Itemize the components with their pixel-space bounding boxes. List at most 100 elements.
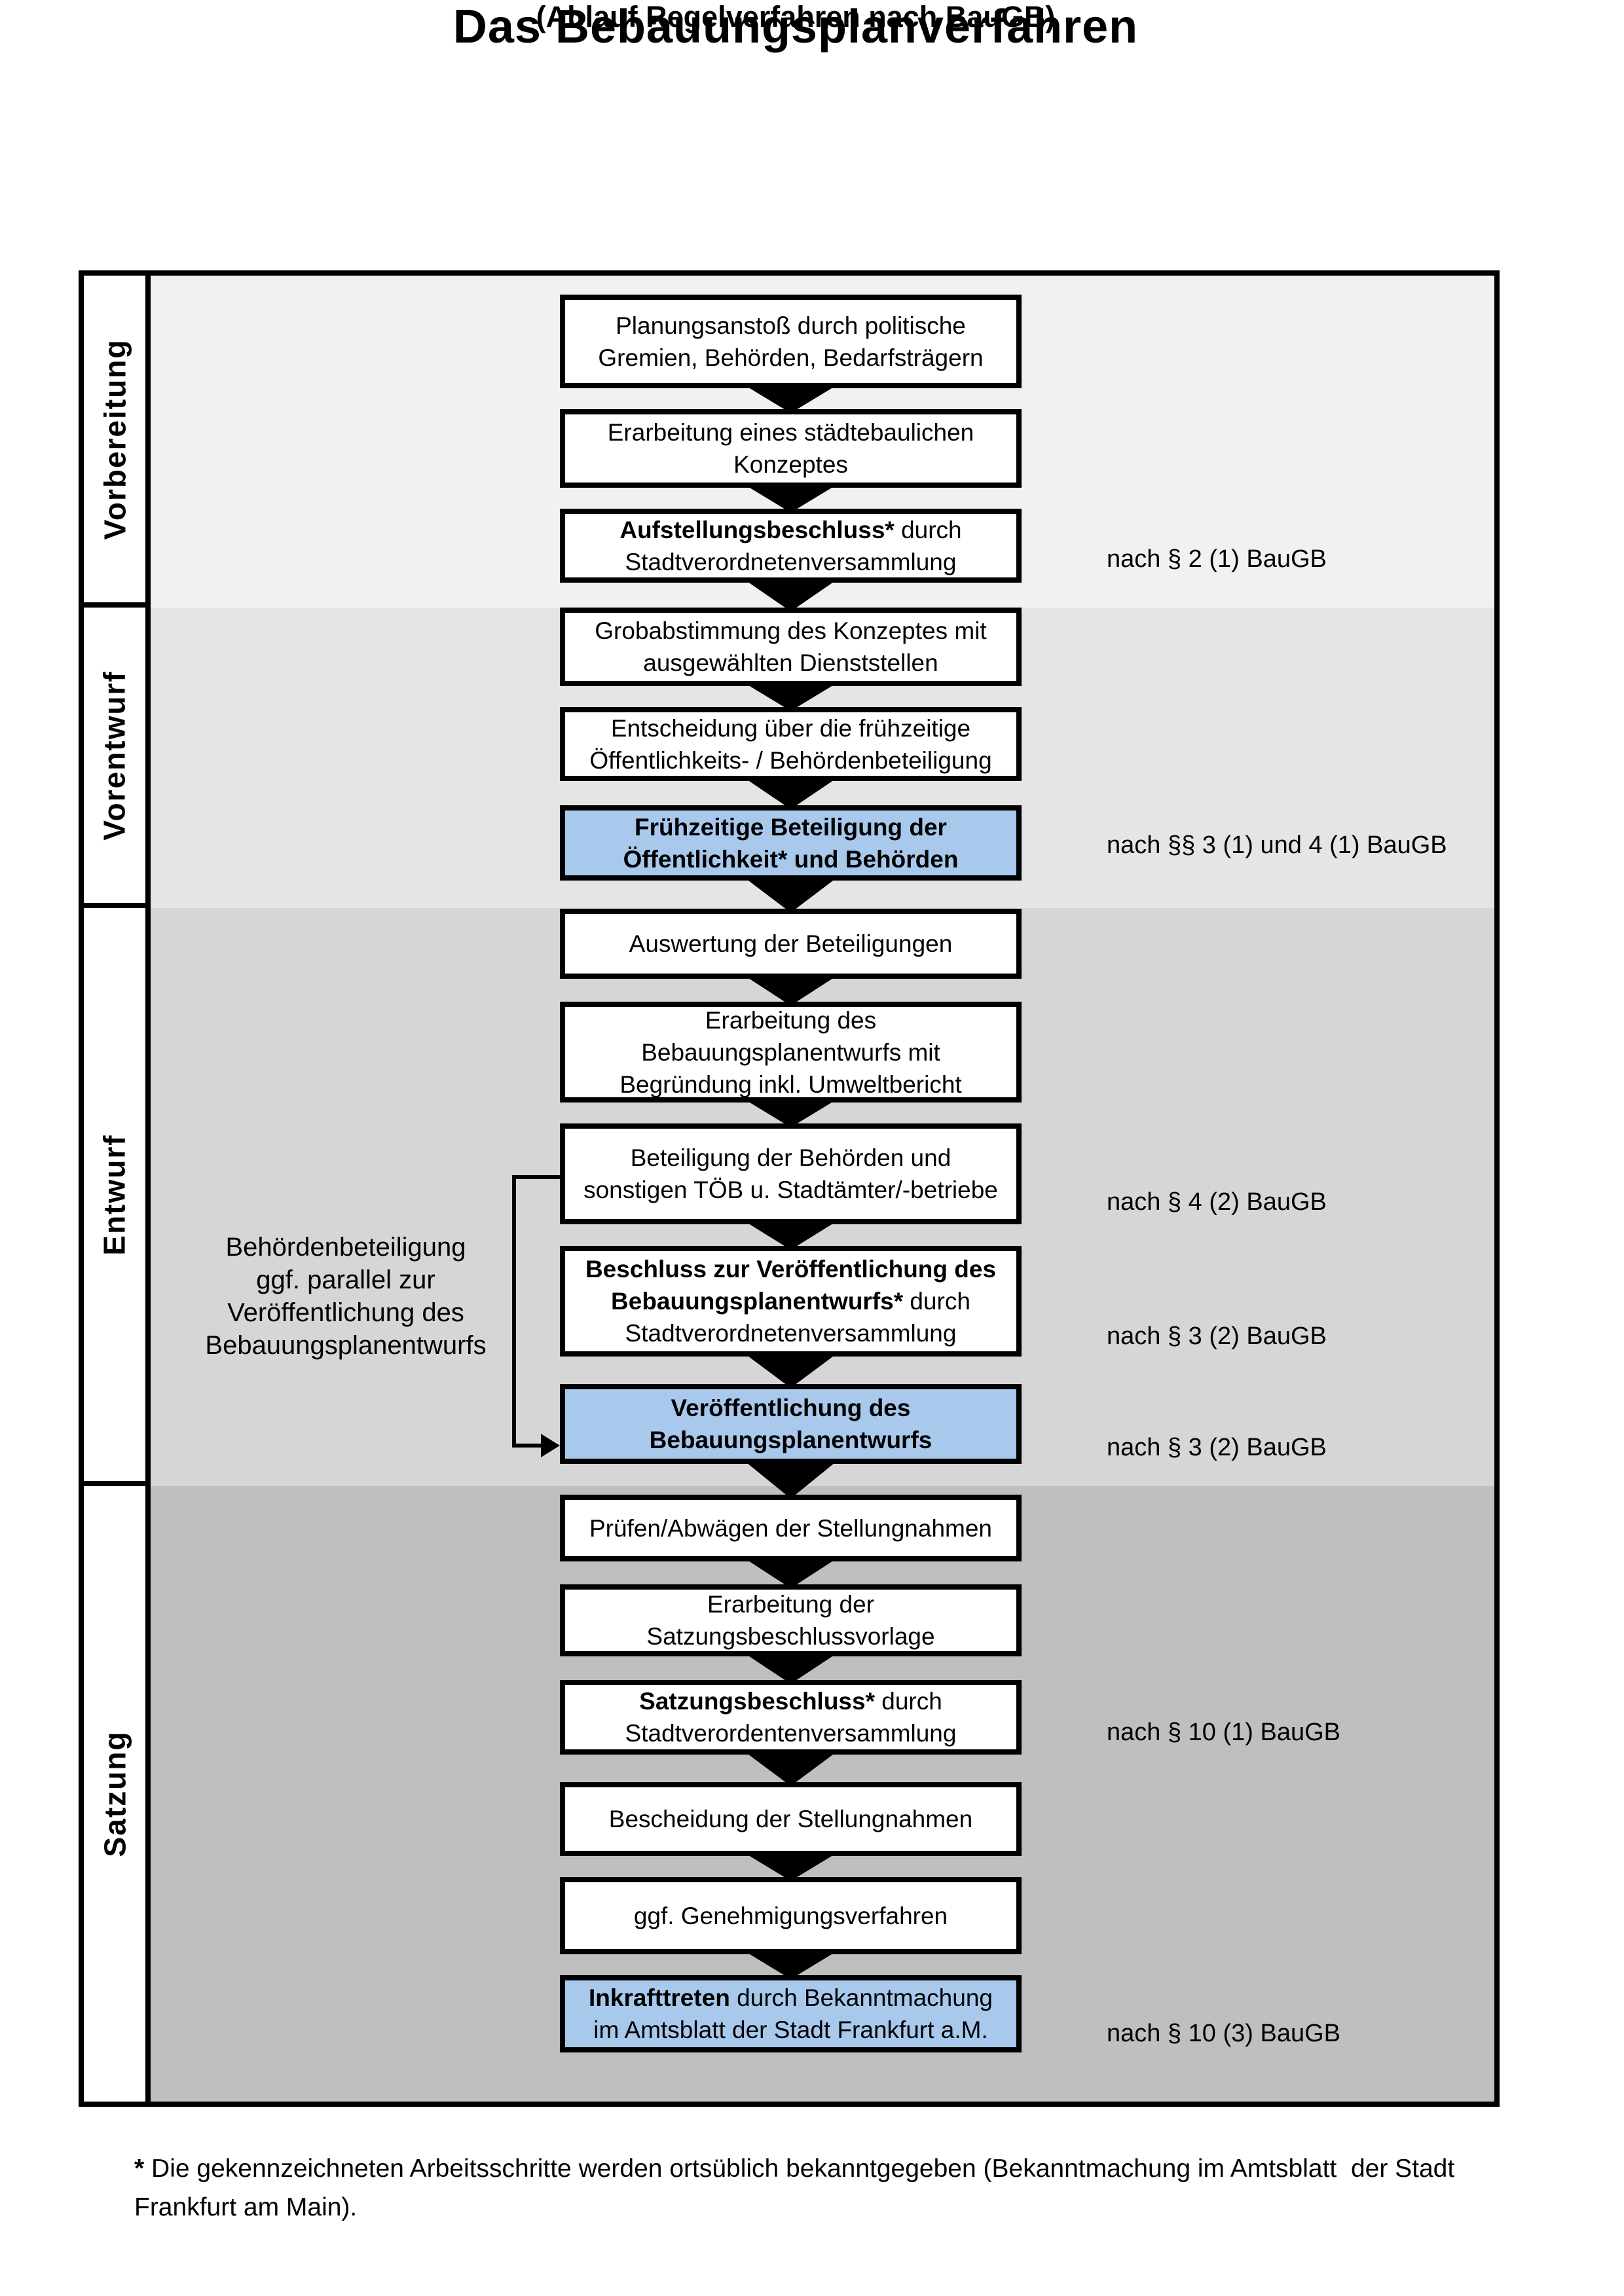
page-subtitle: (Ablauf Regelverfahren nach BauGB): [536, 0, 1056, 33]
flow-box-genehmigungsverfahren: ggf. Genehmigungsverfahren: [560, 1877, 1022, 1954]
flow-box-line: Beschluss zur Veröffentlichung des: [585, 1253, 996, 1285]
text-segment: im Amtsblatt der Stadt Frankfurt a.M.: [593, 2016, 988, 2043]
text-segment: Begründung inkl. Umweltbericht: [619, 1070, 962, 1098]
legal-reference: nach § 4 (2) BauGB: [1107, 1188, 1327, 1216]
phase-label-vorentwurf: Vorentwurf: [98, 670, 132, 841]
flow-box-line: Aufstellungsbeschluss* durch: [619, 514, 961, 546]
text-segment: Stadtverordnetenversammlung: [625, 548, 957, 575]
process-diagram: Vorbereitung Vorentwurf Entwurf Satzung …: [79, 270, 1500, 2107]
phase-cell-vorbereitung: Vorbereitung: [84, 276, 151, 608]
flow-box-bescheidung-stellungnahmen: Bescheidung der Stellungnahmen: [560, 1782, 1022, 1856]
flow-box-line: Öffentlichkeits- / Behördenbeteiligung: [589, 744, 991, 776]
text-segment: Beschluss zur Veröffentlichung des: [585, 1256, 997, 1283]
parallel-note-line: Behördenbeteiligung: [225, 1233, 466, 1262]
text-segment: Öffentlichkeit* und Behörden: [623, 845, 959, 873]
flow-box-line: Bebauungsplanentwurfs mit: [641, 1036, 940, 1068]
parallel-note-line: ggf. parallel zur: [256, 1266, 435, 1294]
text-segment: *: [134, 2155, 145, 2183]
flow-box-line: Inkrafttreten durch Bekanntmachung: [589, 1982, 993, 2014]
text-segment: Die gekennzeichneten Arbeitsschritte wer…: [144, 2155, 1455, 2183]
text-segment: Stadtverordentenversammlung: [625, 1720, 957, 1747]
text-segment: durch: [903, 1288, 970, 1315]
phase-label-entwurf: Entwurf: [98, 1133, 132, 1256]
text-segment: durch: [894, 516, 962, 543]
text-segment: Frühzeitige Beteiligung der: [635, 813, 947, 841]
footnote-line: * Die gekennzeichneten Arbeitsschritte w…: [134, 2149, 1529, 2188]
text-segment: Bebauungsplanentwurfs: [649, 1427, 932, 1453]
text-segment: sonstigen TÖB u. Stadtämter/-betriebe: [583, 1176, 998, 1203]
flow-box-line: ggf. Genehmigungsverfahren: [634, 1900, 948, 1932]
text-segment: Beteiligung der Behörden und: [630, 1144, 951, 1171]
phase-label-vorbereitung: Vorbereitung: [98, 338, 132, 539]
flow-box-line: Prüfen/Abwägen der Stellungnahmen: [589, 1512, 992, 1544]
flow-box-line: Erarbeitung eines städtebaulichen: [608, 416, 974, 448]
flow-box-line: Bescheidung der Stellungnahmen: [609, 1803, 972, 1835]
flow-box-grobabstimmung: Grobabstimmung des Konzeptes mit ausgewäh…: [560, 608, 1022, 686]
text-segment: Bebauungsplanentwurfs*: [611, 1288, 904, 1315]
flow-box-line: Begründung inkl. Umweltbericht: [619, 1068, 961, 1101]
flow-box-line: Satzungsbeschluss* durch: [639, 1685, 942, 1717]
text-segment: Bebauungsplanentwurfs mit: [641, 1038, 940, 1066]
flow-box-line: Veröffentlichung des: [671, 1392, 911, 1424]
text-segment: Satzungsbeschlussvorlage: [646, 1623, 935, 1650]
text-segment: Erarbeitung der: [707, 1591, 875, 1618]
text-segment: durch: [875, 1688, 942, 1715]
text-segment: Aufstellungsbeschluss*: [619, 516, 895, 543]
flow-box-line: Grobabstimmung des Konzeptes mit: [595, 615, 986, 647]
legal-reference: nach § 2 (1) BauGB: [1107, 545, 1327, 573]
flow-box-line: Satzungsbeschlussvorlage: [646, 1620, 934, 1652]
text-segment: Prüfen/Abwägen der Stellungnahmen: [589, 1514, 993, 1542]
text-segment: Öffentlichkeits- / Behördenbeteiligung: [589, 746, 992, 774]
flow-box-line: Stadtverordentenversammlung: [625, 1717, 957, 1749]
phase-cell-entwurf: Entwurf: [84, 908, 151, 1486]
text-segment: Auswertung der Beteiligungen: [629, 930, 953, 957]
legal-reference: nach § 3 (2) BauGB: [1107, 1322, 1327, 1350]
flow-box-line: Stadtverordnetenversammlung: [625, 546, 957, 578]
flow-box-auswertung-beteiligungen: Auswertung der Beteiligungen: [560, 909, 1022, 979]
text-segment: Gremien, Behörden, Bedarfsträgern: [598, 344, 984, 371]
text-segment: Planungsanstoß durch politische: [616, 312, 966, 339]
footnote: * Die gekennzeichneten Arbeitsschritte w…: [134, 2149, 1529, 2227]
flow-box-line: Gremien, Behörden, Bedarfsträgern: [598, 342, 983, 374]
phase-cell-satzung: Satzung: [84, 1486, 151, 2102]
parallel-note: Behördenbeteiligung ggf. parallel zur Ve…: [185, 1231, 506, 1362]
flow-box-line: Bebauungsplanentwurfs: [650, 1424, 932, 1456]
flow-box-pruefen-abwaegen: Prüfen/Abwägen der Stellungnahmen: [560, 1495, 1022, 1561]
text-segment: Erarbeitung des: [705, 1006, 877, 1034]
text-segment: Inkrafttreten: [589, 1984, 730, 2011]
flow-box-line: im Amtsblatt der Stadt Frankfurt a.M.: [593, 2014, 987, 2046]
flow-box-line: Entscheidung über die frühzeitige: [611, 712, 970, 744]
legal-reference: nach § 3 (2) BauGB: [1107, 1434, 1327, 1461]
flow-box-line: Frühzeitige Beteiligung der: [635, 811, 947, 843]
flow-box-line: Erarbeitung der: [707, 1588, 874, 1620]
flow-box-line: Bebauungsplanentwurfs* durch: [611, 1285, 970, 1317]
legal-reference: nach § 10 (1) BauGB: [1107, 1719, 1340, 1746]
flow-box-line: Erarbeitung des: [705, 1004, 876, 1036]
flow-box-behoerdenbeteiligung: Beteiligung der Behörden und sonstigen TÖ…: [560, 1123, 1022, 1224]
flow-box-line: Beteiligung der Behörden und: [631, 1142, 951, 1174]
text-segment: durch Bekanntmachung: [729, 1984, 993, 2011]
parallel-connector-line-vertical: [512, 1175, 516, 1446]
parallel-connector-line-top: [512, 1175, 560, 1179]
flow-box-line: Konzeptes: [733, 448, 848, 481]
flow-box-line: Planungsanstoß durch politische: [616, 310, 966, 342]
flow-box-line: Auswertung der Beteiligungen: [629, 928, 953, 960]
text-segment: Erarbeitung eines städtebaulichen: [607, 419, 974, 446]
text-segment: Stadtverordnetenversammlung: [625, 1320, 957, 1347]
legal-reference: nach § 10 (3) BauGB: [1107, 2020, 1340, 2047]
text-segment: Satzungsbeschluss*: [639, 1688, 875, 1715]
text-segment: Grobabstimmung des Konzeptes mit: [595, 617, 987, 644]
flow-box-line: ausgewählten Dienststellen: [643, 647, 938, 679]
text-segment: Entscheidung über die frühzeitige: [610, 714, 971, 742]
flow-box-line: Stadtverordnetenversammlung: [625, 1317, 957, 1349]
